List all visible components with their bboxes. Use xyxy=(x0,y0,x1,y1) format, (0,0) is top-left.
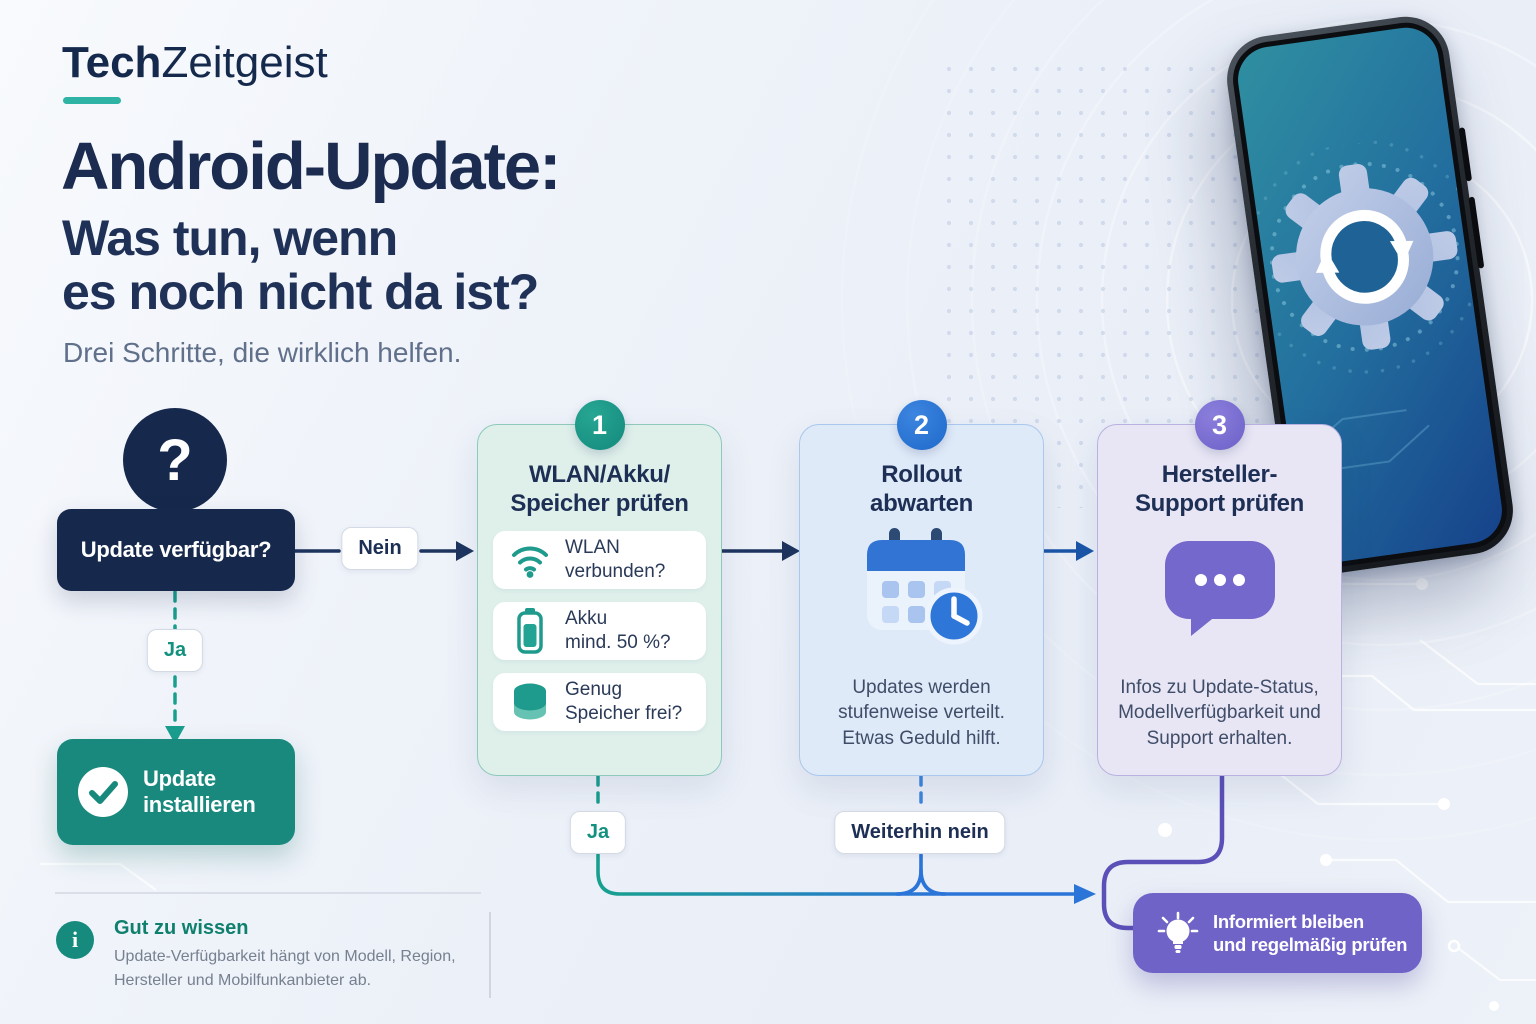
list-item-wlan: WLAN verbunden? xyxy=(493,531,706,589)
result-node: Informiert bleiben und regelmäßig prüfen xyxy=(1133,893,1422,973)
akku-line2: mind. 50 %? xyxy=(565,632,671,653)
step3-title-line1: Hersteller- xyxy=(1161,461,1278,488)
step2-card: 2 Rollout abwarten xyxy=(799,400,1044,776)
storage-icon xyxy=(514,683,546,720)
step1-title: WLAN/Akku/ Speicher prüfen xyxy=(478,461,721,519)
step3-badge: 3 xyxy=(1194,400,1245,450)
list-item-speicher: Genug Speicher frei? xyxy=(493,673,706,731)
wlan-line1: WLAN xyxy=(565,537,620,559)
step3-title-line2: Support prüfen xyxy=(1134,489,1305,517)
step2-badge: 2 xyxy=(896,400,947,450)
step2-title: Rollout abwarten xyxy=(800,461,1043,519)
step2-title-line1: Rollout xyxy=(881,461,962,488)
step2-merge-left xyxy=(895,868,923,896)
subtitle-line1: Was tun, wenn xyxy=(62,210,398,266)
check-circle-icon xyxy=(78,767,128,817)
calendar-clock-icon xyxy=(859,525,985,649)
speicher-line2: Speicher frei? xyxy=(565,703,683,724)
wifi-icon xyxy=(512,546,548,578)
step1-card: 1 WLAN/Akku/ Speicher prüfen WLAN verbun… xyxy=(477,400,722,776)
step1-title-line2: Speicher prüfen xyxy=(510,489,689,517)
brand-logo: TechZeitgeist xyxy=(62,38,328,88)
footer-text: Update-Verfügbarkeit hängt von Modell, R… xyxy=(114,945,456,993)
subtitle-line2: es noch nicht da ist? xyxy=(62,263,539,320)
arrowhead-into-step3 xyxy=(1076,541,1094,561)
row-text: WLAN verbunden? xyxy=(565,536,665,584)
brand-bold: Tech xyxy=(62,38,162,87)
start-question: Update verfügbar? xyxy=(80,537,272,562)
step2-description: Updates werden stufenweise verteilt. Etw… xyxy=(838,677,1005,749)
label-ja-step1: Ja xyxy=(569,811,627,854)
arrowhead-into-result xyxy=(1074,884,1096,904)
start-node: Update verfügbar? xyxy=(57,509,295,591)
wlan-line2: verbunden? xyxy=(565,561,666,582)
footer-text-line2: Hersteller und Mobilfunkanbieter ab. xyxy=(114,972,372,989)
label-nein: Nein xyxy=(341,527,419,570)
tagline: Drei Schritte, die wirklich helfen. xyxy=(63,337,462,368)
speicher-line1: Genug xyxy=(565,679,623,701)
step3-card: 3 Hersteller- Support prüfen Infos zu Up… xyxy=(1097,400,1342,776)
result-label: Informiert bleiben und regelmäßig prüfen xyxy=(1213,910,1407,956)
step1-title-line1: WLAN/Akku/ xyxy=(528,461,670,488)
footer-text-line1: Update-Verfügbarkeit hängt von Modell, R… xyxy=(114,948,456,965)
list-item-akku: Akku mind. 50 %? xyxy=(493,602,706,660)
footer-title: Gut zu wissen xyxy=(114,917,249,939)
battery-icon xyxy=(517,608,543,654)
chat-bubble-icon xyxy=(1161,537,1279,639)
step3-title: Hersteller- Support prüfen xyxy=(1098,461,1341,519)
merge-line-teal-blue xyxy=(596,853,1076,896)
brand-underline xyxy=(63,97,121,104)
footer-divider xyxy=(55,892,481,894)
step2-title-line2: abwarten xyxy=(870,489,973,517)
akku-line1: Akku xyxy=(565,608,608,630)
page-title: Android-Update: xyxy=(61,129,561,204)
step1-badge: 1 xyxy=(574,400,625,450)
row-text: Akku mind. 50 %? xyxy=(565,607,671,655)
brand-light: Zeitgeist xyxy=(161,38,328,87)
install-line1: Update xyxy=(143,766,216,792)
install-label: Update installieren xyxy=(143,766,256,818)
arrowhead-into-step1 xyxy=(456,541,474,561)
step2-merge-right xyxy=(919,853,947,896)
install-line2: installieren xyxy=(143,792,256,817)
question-mark-icon: ? xyxy=(123,408,227,512)
step3-description: Infos zu Update-Status, Modellverfügbark… xyxy=(1118,677,1321,749)
question-mark: ? xyxy=(157,427,193,493)
footer-vertical-divider xyxy=(489,912,491,998)
step1-checklist: WLAN verbunden? Akku mind. 50 %? xyxy=(493,531,706,731)
result-line2: und regelmäßig prüfen xyxy=(1213,934,1408,955)
label-weiterhin-nein: Weiterhin nein xyxy=(834,811,1006,854)
arrowhead-into-step2 xyxy=(782,541,800,561)
result-line1: Informiert bleiben xyxy=(1213,910,1364,932)
info-icon: i xyxy=(56,921,94,959)
lightbulb-icon xyxy=(1157,911,1199,953)
label-ja-start: Ja xyxy=(146,629,204,672)
page-subtitle: Was tun, wenn es noch nicht da ist? xyxy=(62,210,539,320)
row-text: Genug Speicher frei? xyxy=(565,678,682,726)
install-node: Update installieren xyxy=(57,739,295,845)
